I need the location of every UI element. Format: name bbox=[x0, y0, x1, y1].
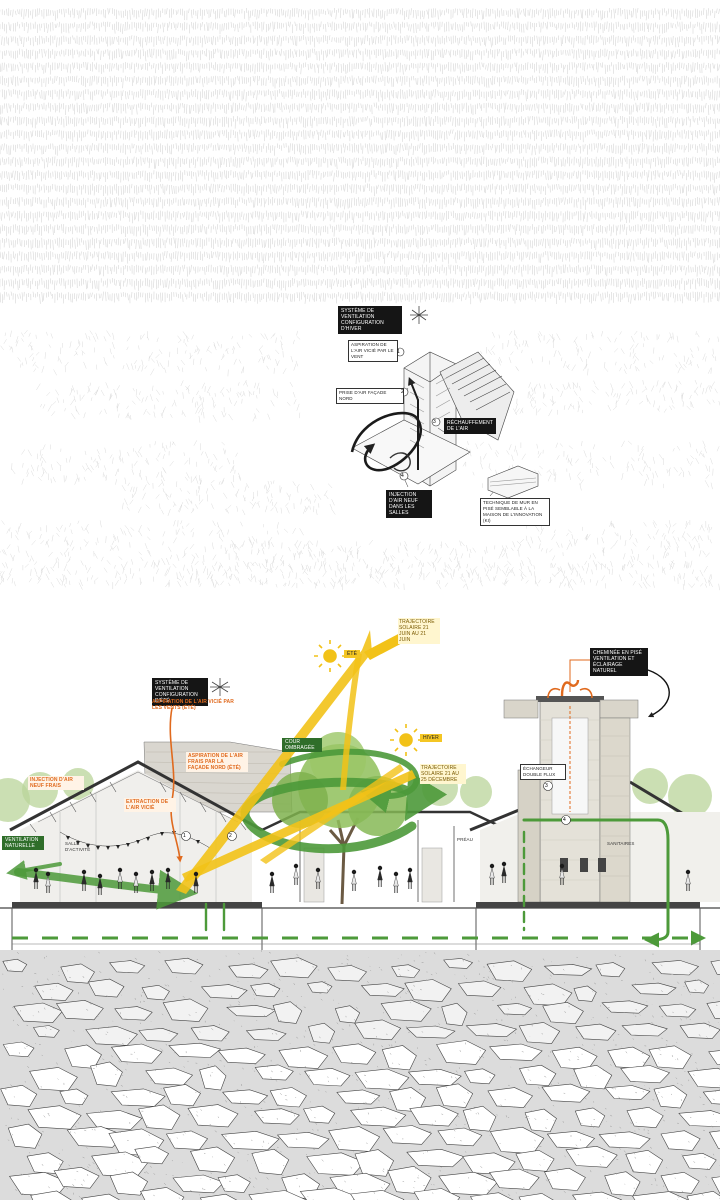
axo-air-vertical bbox=[408, 377, 419, 470]
people-figures bbox=[33, 861, 691, 895]
chimney-title-label: Cheminée en pisé ventilation et éclairag… bbox=[590, 648, 648, 676]
section-marker-3: 3 bbox=[545, 783, 548, 789]
left-roof-rafters bbox=[29, 781, 247, 833]
summer-sun-icon bbox=[314, 640, 346, 672]
west-air-out bbox=[6, 860, 62, 880]
summer-sun-ray-b bbox=[364, 632, 408, 660]
winter-marker-4: 4 bbox=[401, 473, 404, 479]
right-duct-loop bbox=[522, 818, 670, 948]
roof-air-loop bbox=[279, 748, 420, 813]
left-roof bbox=[9, 760, 263, 832]
right-floor bbox=[476, 902, 700, 908]
chimney-side-wall bbox=[599, 717, 631, 903]
foundation-ducts bbox=[0, 907, 720, 950]
ground-stones bbox=[0, 950, 720, 1200]
natural-ventilation-label: Ventilation naturelle bbox=[2, 836, 44, 850]
summer-sun-ray-a bbox=[176, 630, 372, 894]
axo-earth-block bbox=[487, 465, 539, 499]
winter-axonometric-diagram bbox=[350, 348, 539, 499]
section-buildings bbox=[9, 659, 720, 908]
section-marker-1: 1 bbox=[183, 833, 186, 839]
winter-sun-icon bbox=[390, 724, 422, 756]
sun-rays bbox=[131, 630, 416, 894]
sanitary-label: Sanitaires bbox=[607, 841, 635, 846]
hall-label: Préau bbox=[457, 837, 474, 842]
winter-ventilation-title: Système de ventilation configuration d'h… bbox=[338, 306, 402, 334]
left-duct-up bbox=[204, 902, 226, 932]
left-floor bbox=[12, 902, 262, 908]
air-injection-fresh-label: Injection d'air neuf frais bbox=[28, 776, 84, 790]
section-markers bbox=[181, 781, 571, 841]
activity-room-label: Salle d'activité bbox=[65, 841, 91, 852]
winter-dates-label: Trajectoire solaire 21 au 25 décembre bbox=[420, 764, 466, 784]
winter-marker-1: 1 bbox=[397, 349, 400, 355]
axo-air-coil bbox=[389, 452, 411, 472]
covered-court-label: Cour ombragée bbox=[282, 738, 322, 752]
bunting-garland bbox=[59, 831, 211, 849]
sky-hatching bbox=[0, 7, 720, 305]
axo-roof-rafters bbox=[445, 357, 511, 411]
winter-marker-2: 2 bbox=[401, 389, 404, 395]
court-doorway bbox=[303, 847, 325, 903]
chimney-callout-arrow bbox=[647, 669, 670, 718]
chimney-cap bbox=[536, 696, 604, 702]
snowflake-icon bbox=[410, 306, 428, 324]
wall-technique-label: Technique de mur en pisé semblable à la … bbox=[480, 498, 550, 526]
sun-symbols bbox=[314, 640, 422, 756]
stairwell-air-label: Aspiration de l'air frais par la façade … bbox=[186, 752, 248, 772]
cloud-hatching bbox=[0, 330, 720, 591]
exchanger-column bbox=[517, 769, 541, 903]
snowflake-icons bbox=[210, 306, 428, 696]
double-flow-label: Échangeur double flux bbox=[520, 764, 566, 780]
winter-sun-ray-b bbox=[260, 764, 404, 864]
summer-sun-label: Été bbox=[344, 650, 360, 658]
section-marker-2: 2 bbox=[229, 833, 232, 839]
air-injection-label: Injection d'air neuf dans les salles bbox=[386, 490, 432, 518]
summer-sun-ray-c bbox=[340, 654, 362, 790]
north-intake-label: Prise d'air façade nord bbox=[336, 388, 404, 404]
summer-ventilation-title: Système de ventilation configuration d'é… bbox=[152, 678, 208, 706]
summer-dates-label: Trajectoire solaire 21 juin au 21 juin bbox=[398, 618, 440, 644]
section-marker-4: 4 bbox=[563, 817, 566, 823]
summer-air-out-label: Aspiration de l'air vicié par les vents … bbox=[152, 699, 234, 711]
air-heating-label: Réchauffement de l'air bbox=[444, 418, 496, 434]
air-aspiration-label: Aspiration de l'air vicié par le vent bbox=[348, 340, 398, 362]
winter-sun-label: Hiver bbox=[420, 734, 442, 742]
air-extraction-label: Extraction de l'air vicié bbox=[124, 798, 176, 812]
winter-marker-3: 3 bbox=[433, 419, 436, 425]
snowflake-icon bbox=[210, 678, 230, 696]
